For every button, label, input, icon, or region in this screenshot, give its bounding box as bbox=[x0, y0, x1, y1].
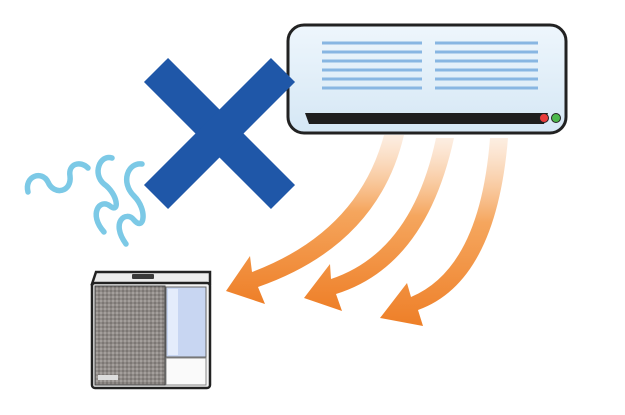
ac-indicator-green bbox=[551, 113, 561, 123]
curved-arrow-icon bbox=[226, 135, 404, 304]
ac-indicator-red bbox=[539, 113, 549, 123]
steam-wave-icon bbox=[24, 161, 91, 195]
humidifier-display bbox=[132, 274, 154, 279]
humidifier-brand-plate bbox=[98, 375, 118, 380]
steam-waves bbox=[24, 154, 146, 247]
curved-arrow-icon bbox=[304, 138, 454, 311]
air-conditioner-icon bbox=[286, 23, 568, 135]
humidifier-mesh-panel bbox=[94, 285, 166, 386]
vent-lines-left bbox=[322, 41, 422, 90]
humidifier-base bbox=[165, 357, 207, 386]
cold-airflow-arrows bbox=[226, 135, 508, 326]
ac-air-outlet bbox=[305, 113, 548, 124]
cross-mark-icon bbox=[143, 57, 296, 210]
steam-wave-icon bbox=[116, 161, 146, 247]
humidifier-tank-highlight bbox=[168, 289, 178, 355]
humidifier-icon bbox=[90, 270, 212, 390]
curved-arrow-icon bbox=[380, 138, 508, 326]
vent-lines-right bbox=[435, 41, 538, 90]
steam-wave-icon bbox=[93, 154, 119, 235]
